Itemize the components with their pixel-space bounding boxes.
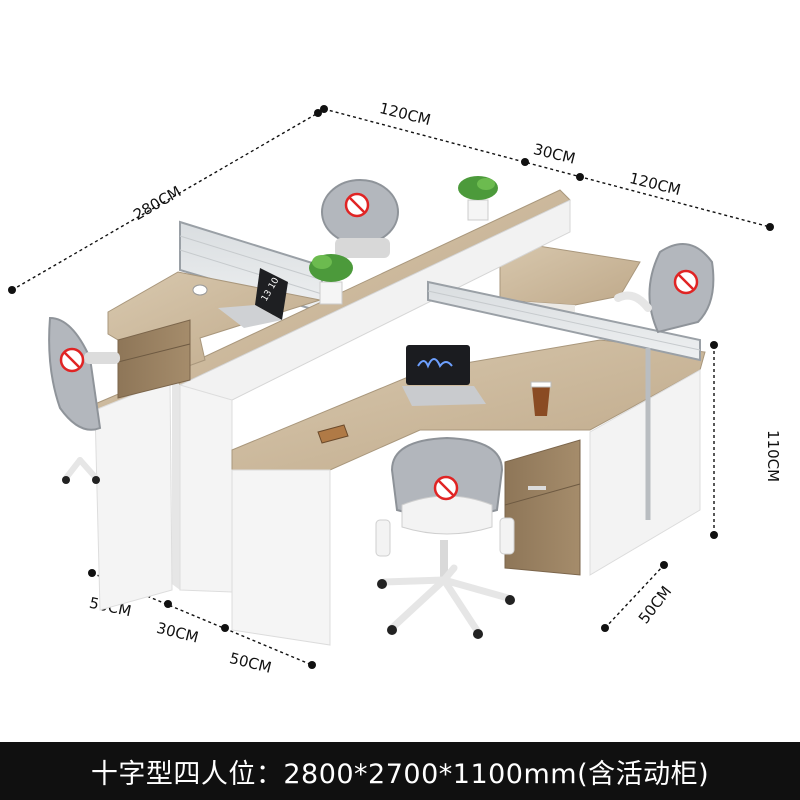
dim-height: 110CM [764, 430, 782, 482]
dim-top-gap: 30CM [532, 140, 578, 168]
caption-bar: 十字型四人位：2800*2700*1100mm(含活动柜) [0, 742, 800, 800]
pedestal-left [117, 319, 191, 399]
chair-left [48, 316, 120, 484]
pedestal-center [504, 439, 581, 576]
laptop-center [402, 345, 486, 406]
dimension-lines [11, 108, 771, 666]
chair-right [614, 243, 715, 334]
dim-bottom-right: 50CM [635, 583, 675, 628]
plant-left [309, 254, 353, 305]
phone-icon [317, 424, 349, 444]
dim-top-right-width: 120CM [628, 169, 683, 199]
no-symbol-icon [59, 192, 699, 501]
mug-left [192, 284, 208, 296]
center-spine [171, 189, 571, 593]
desk-front-left [94, 371, 173, 611]
caption-text: 十字型四人位：2800*2700*1100mm(含活动柜) [90, 758, 710, 790]
dim-bottom-left-b: 50CM [228, 649, 274, 677]
chair-back [321, 179, 399, 258]
dim-bottom-middle: 30CM [155, 619, 201, 647]
dimension-dots [8, 105, 774, 669]
desk-product-scene: 120CM 30CM 120CM 280CM 110CM 50CM 30CM 5… [8, 99, 782, 677]
coffee-cup-icon [530, 381, 552, 416]
plant-right [458, 176, 498, 221]
dim-top-width: 120CM [378, 99, 433, 129]
dim-total-length: 280CM [130, 182, 184, 224]
partition-right [427, 280, 701, 520]
chair-front [375, 436, 515, 639]
laptop-left: 13 10 [218, 268, 288, 328]
desk-front-right [231, 339, 706, 646]
